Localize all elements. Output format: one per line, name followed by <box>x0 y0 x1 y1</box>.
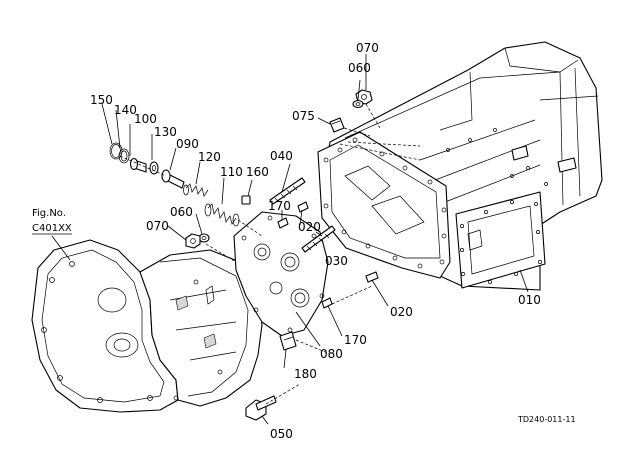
fig-no-number: C401XX <box>32 223 72 234</box>
callout-160: 160 <box>246 165 269 179</box>
pin-020-b <box>365 271 379 283</box>
cap-100 <box>129 157 147 173</box>
callout-020-b: 020 <box>390 305 413 319</box>
washer-060-top <box>352 99 364 109</box>
plug-160 <box>241 195 251 205</box>
fig-no-label: Fig.No. <box>32 208 66 219</box>
plug-180 <box>279 331 297 351</box>
callout-120: 120 <box>198 150 221 164</box>
bolt-050 <box>245 395 277 421</box>
callout-040: 040 <box>270 149 293 163</box>
callout-060-top: 060 <box>348 61 371 75</box>
leader-lines <box>101 54 529 425</box>
dowel-170-b <box>321 297 333 309</box>
callout-110: 110 <box>220 165 243 179</box>
spring-110 <box>204 203 240 227</box>
drawing-code: TD240-011-11 <box>517 415 576 424</box>
callout-075: 075 <box>292 109 315 123</box>
callout-050: 050 <box>270 427 293 441</box>
stud-030 <box>301 225 336 253</box>
callout-060-left: 060 <box>170 205 193 219</box>
clutch-housing-ghost <box>31 239 263 413</box>
spring-120 <box>183 183 209 197</box>
pin-020-a <box>297 201 309 213</box>
snapring-150 <box>109 142 123 160</box>
front-cover-plate <box>233 211 329 337</box>
plunger-090 <box>161 169 185 189</box>
callout-070-left: 070 <box>146 219 169 233</box>
plug-075 <box>329 117 345 133</box>
callout-140: 140 <box>114 103 137 117</box>
callout-100: 100 <box>134 112 157 126</box>
callout-020-a: 020 <box>298 220 321 234</box>
callout-170-a: 170 <box>268 199 291 213</box>
stud-040 <box>269 177 306 205</box>
fig-no-leader <box>51 235 71 261</box>
callout-170-b: 170 <box>344 333 367 347</box>
dowel-170-a <box>277 217 289 229</box>
nut-070-left <box>185 233 201 249</box>
callout-090: 090 <box>176 137 199 151</box>
callout-080: 080 <box>320 347 343 361</box>
callout-070-top: 070 <box>356 41 379 55</box>
callout-130: 130 <box>154 125 177 139</box>
callout-030: 030 <box>325 254 348 268</box>
callout-180: 180 <box>294 367 317 381</box>
transmission-case-part <box>317 41 603 291</box>
callout-010: 010 <box>518 293 541 307</box>
callout-150: 150 <box>90 93 113 107</box>
